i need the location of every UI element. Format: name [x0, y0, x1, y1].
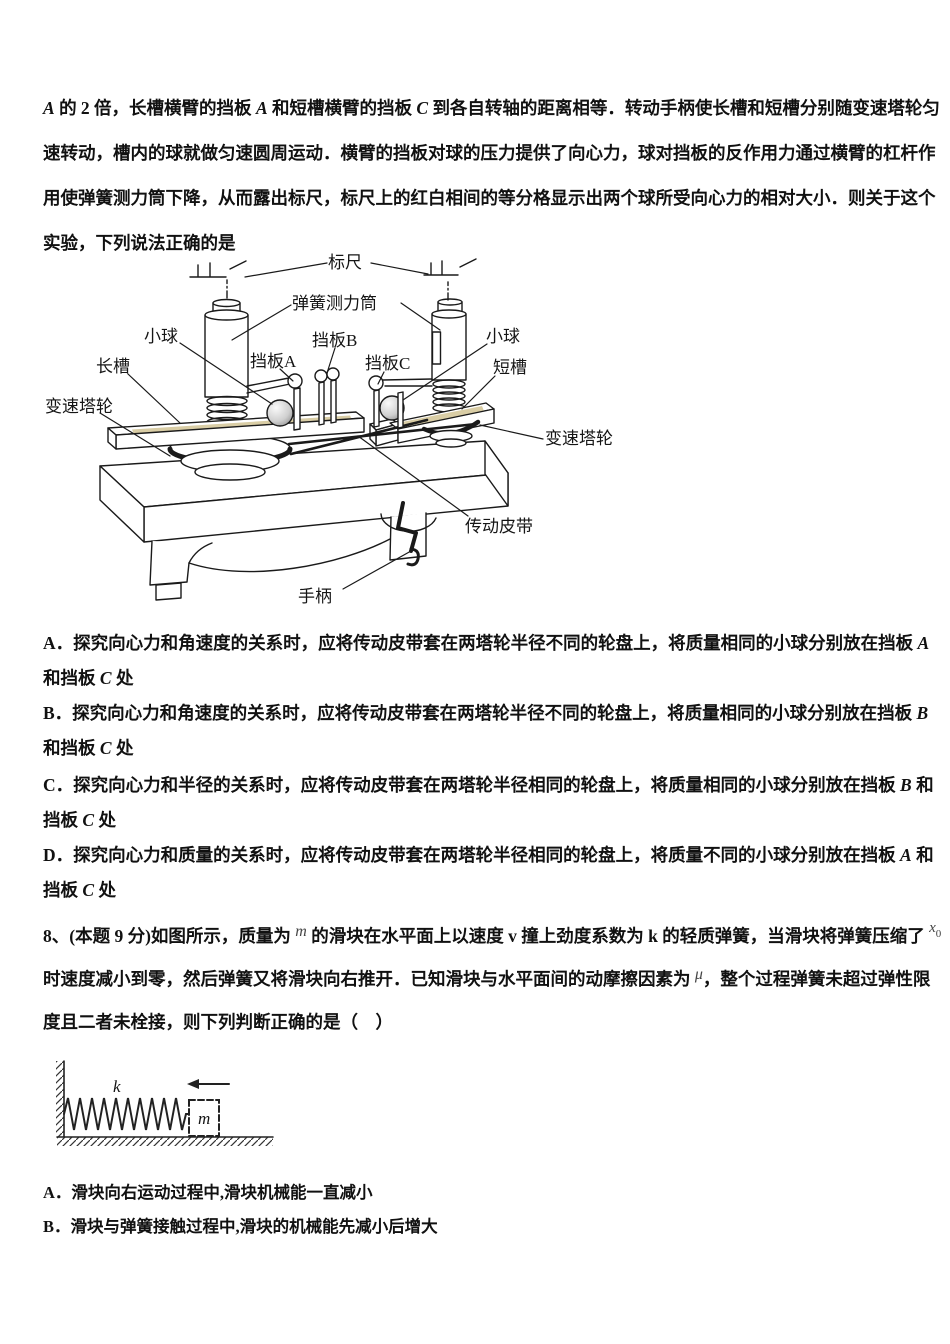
label-block-mass: m	[198, 1109, 210, 1128]
crank-handle	[380, 501, 437, 567]
q8-option-a: A．滑块向右运动过程中,滑块机械能一直减小	[43, 1183, 373, 1202]
q8-stem-line-2: 时速度减小到零，然后弹簧又将滑块向右推开．已知滑块与水平面间的动摩擦因素为 μ，…	[43, 966, 931, 989]
q7-option-d-line-1: D．探究向心力和质量的关系时，应将传动皮带套在两塔轮半径相同的轮盘上，将质量不同…	[43, 845, 934, 865]
tower-wheel-right	[421, 419, 481, 448]
spring-block-figure: k m	[56, 1060, 274, 1146]
ground-hatch	[57, 1137, 273, 1146]
q7-option-d-line-2: 挡板 C 处	[43, 880, 116, 900]
ball-baffle-left	[246, 373, 303, 431]
axis-mark-left	[189, 260, 247, 299]
label-baffle-a: 挡板A	[250, 352, 297, 371]
axis-mark-right	[423, 258, 477, 301]
intro-line-1: A 的 2 倍，长槽横臂的挡板 A 和短槽横臂的挡板 C 到各自转轴的距离相等．…	[43, 98, 940, 118]
leader-lines	[99, 262, 544, 590]
q7-option-a: A．探究向心力和角速度的关系时，应将传动皮带套在两塔轮半径不同的轮盘上，将质量相…	[43, 626, 929, 696]
baffle-b-pins	[314, 367, 340, 426]
label-long-groove: 长槽	[96, 357, 130, 376]
q7-option-c: C．探究向心力和半径的关系时，应将传动皮带套在两塔轮半径相同的轮盘上，将质量相同…	[43, 768, 934, 838]
spring-tube-right	[431, 298, 467, 413]
intro-line-2: 速转动，槽内的球就做匀速圆周运动．横臂的挡板对球的压力提供了向心力，球对挡板的反…	[43, 143, 936, 163]
spring-tube-left	[204, 298, 249, 428]
label-spring-tube: 弹簧测力筒	[292, 294, 377, 313]
sliding-block	[188, 1099, 220, 1137]
q7-option-d: D．探究向心力和质量的关系时，应将传动皮带套在两塔轮半径相同的轮盘上，将质量不同…	[43, 838, 934, 908]
q7-option-c-line-1: C．探究向心力和半径的关系时，应将传动皮带套在两塔轮半径相同的轮盘上，将质量相同…	[43, 775, 934, 795]
apparatus-labels: 标尺 弹簧测力筒 小球 挡板A 挡板B 挡板C 长槽 短槽 小球 变速塔轮 变速…	[45, 253, 613, 606]
label-tower-left: 变速塔轮	[45, 397, 113, 416]
intro-line-4: 实验，下列说法正确的是	[43, 233, 236, 253]
label-ruler: 标尺	[328, 253, 362, 272]
q7-option-b-line-1: B．探究向心力和角速度的关系时，应将传动皮带套在两塔轮半径不同的轮盘上，将质量相…	[43, 703, 929, 723]
q7-option-a-line-1: A．探究向心力和角速度的关系时，应将传动皮带套在两塔轮半径不同的轮盘上，将质量相…	[43, 633, 930, 653]
label-handle: 手柄	[298, 587, 332, 606]
q8-stem: 8、(本题 9 分)如图所示，质量为 m 的滑块在水平面上以速度 v 撞上劲度系…	[43, 915, 941, 1044]
wall-hatch	[56, 1061, 64, 1137]
label-baffle-c: 挡板C	[365, 354, 410, 373]
q8-options: A．滑块向右运动过程中,滑块机械能一直减小 B．滑块与弹簧接触过程中,滑块的机械…	[43, 1176, 438, 1244]
label-tower-right: 变速塔轮	[545, 429, 613, 448]
q8-option-b: B．滑块与弹簧接触过程中,滑块的机械能先减小后增大	[43, 1217, 438, 1236]
apparatus-figure: 标尺 弹簧测力筒 小球 挡板A 挡板B 挡板C 长槽 短槽 小球 变速塔轮 变速…	[45, 253, 613, 606]
q7-option-b: B．探究向心力和角速度的关系时，应将传动皮带套在两塔轮半径不同的轮盘上，将质量相…	[43, 696, 928, 766]
label-belt: 传动皮带	[465, 517, 533, 536]
velocity-arrow-head	[187, 1079, 199, 1089]
label-spring-constant: k	[113, 1077, 121, 1096]
q8-stem-line-1: 8、(本题 9 分)如图所示，质量为 m 的滑块在水平面上以速度 v 撞上劲度系…	[43, 920, 942, 946]
question-intro: A 的 2 倍，长槽横臂的挡板 A 和短槽横臂的挡板 C 到各自转轴的距离相等．…	[43, 86, 940, 266]
q8-stem-line-3: 度且二者未栓接，则下列判断正确的是（ ）	[43, 1012, 393, 1032]
label-baffle-b: 挡板B	[312, 331, 357, 350]
q7-option-a-line-2: 和挡板 C 处	[43, 668, 134, 688]
label-short-groove: 短槽	[493, 358, 527, 377]
intro-line-3: 用使弹簧测力筒下降，从而露出标尺，标尺上的红白相间的等分格显示出两个球所受向心力…	[43, 188, 936, 208]
base-slab	[99, 440, 509, 601]
spring-coil	[63, 1097, 190, 1131]
ball-baffle-right	[368, 375, 433, 429]
q7-option-b-line-2: 和挡板 C 处	[43, 738, 134, 758]
label-ball-left: 小球	[144, 327, 178, 346]
q7-option-c-line-2: 挡板 C 处	[43, 810, 116, 830]
label-ball-right: 小球	[486, 327, 520, 346]
